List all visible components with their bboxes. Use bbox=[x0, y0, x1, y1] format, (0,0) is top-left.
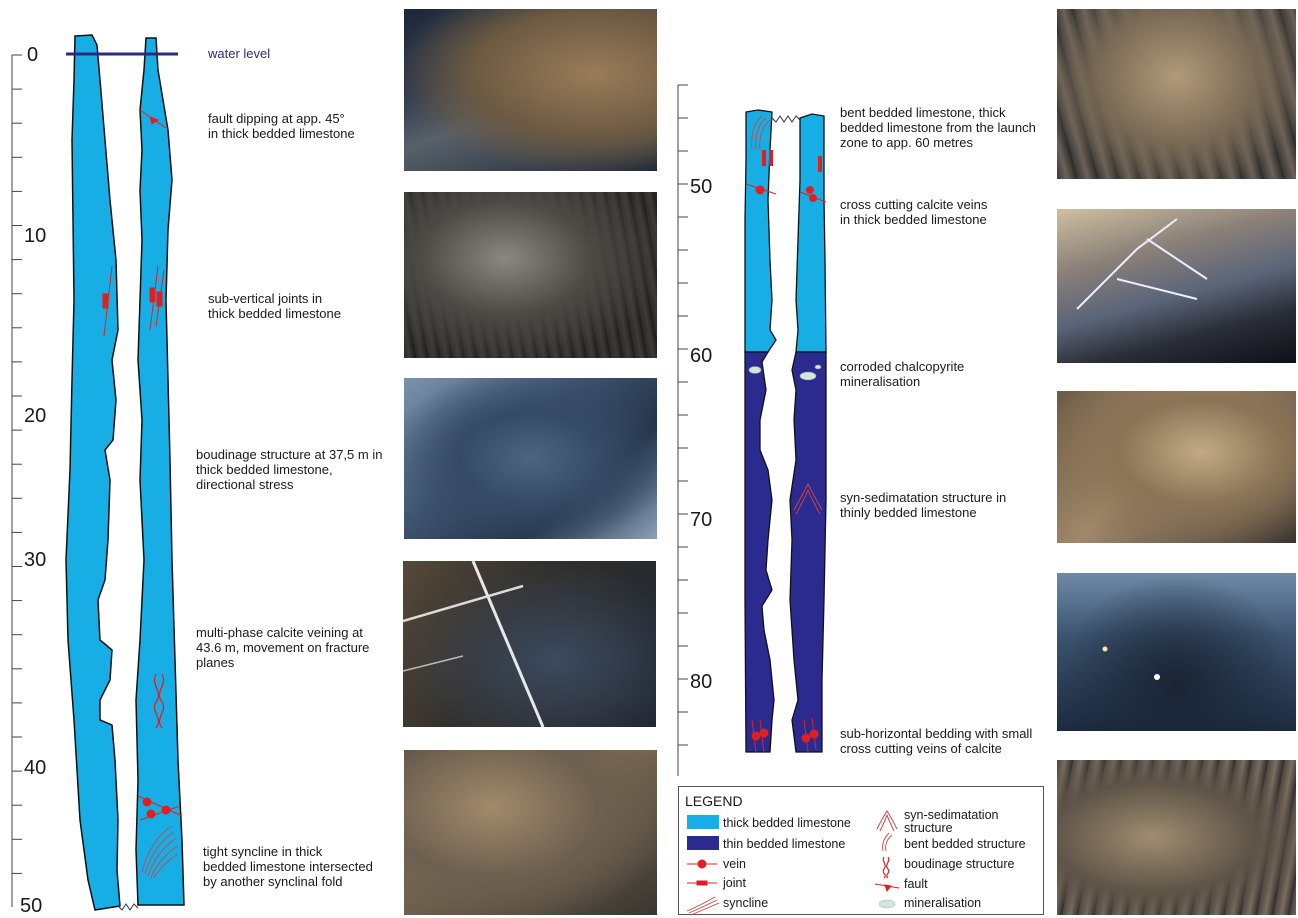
legend-item-label: syncline bbox=[723, 897, 768, 910]
legend: LEGEND thick bedded limestone thin bedde… bbox=[678, 786, 1044, 915]
legend-item-label: boudinage structure bbox=[904, 858, 1015, 871]
cave-photo bbox=[1057, 9, 1296, 179]
legend-item-label: fault bbox=[904, 878, 928, 891]
left-wall-thin-limestone bbox=[745, 352, 774, 752]
syn-sed-icon bbox=[877, 811, 897, 831]
right-wall-thin-limestone bbox=[790, 352, 826, 752]
cave-photo bbox=[1057, 760, 1296, 915]
bent-bedded-icon bbox=[883, 833, 892, 851]
legend-item-label: bent bedded structure bbox=[904, 838, 1026, 851]
vein-icon bbox=[687, 860, 717, 868]
legend-item-label: thin bedded limestone bbox=[723, 838, 845, 851]
legend-item-label: syn-sedimatation structure bbox=[904, 809, 999, 835]
cave-photo bbox=[1057, 573, 1296, 731]
legend-item-label: mineralisation bbox=[904, 897, 981, 910]
description-bent-bedded: bent bedded limestone, thick bedded lime… bbox=[840, 105, 1036, 150]
legend-icons-left bbox=[679, 787, 729, 916]
boudinage-icon bbox=[883, 857, 889, 878]
thick-limestone-swatch bbox=[687, 815, 719, 829]
left-wall-thick-limestone bbox=[745, 110, 776, 352]
description-syn-sedimentation: syn-sedimatation structure in thinly bed… bbox=[840, 490, 1006, 520]
joint-icon bbox=[687, 881, 717, 885]
mineralisation-icon bbox=[879, 900, 895, 908]
description-sub-horizontal-bedding: sub-horizontal bedding with small cross … bbox=[840, 726, 1032, 756]
description-chalcopyrite: corroded chalcopyrite mineralisation bbox=[840, 359, 964, 389]
legend-item-label: joint bbox=[723, 877, 746, 890]
description-calcite-veins: cross cutting calcite veins in thick bed… bbox=[840, 197, 987, 227]
legend-item-label: vein bbox=[723, 858, 746, 871]
cave-photo bbox=[1057, 391, 1296, 543]
fault-icon bbox=[875, 884, 899, 891]
cave-photo bbox=[1057, 209, 1296, 363]
legend-item-label: thick bedded limestone bbox=[723, 817, 851, 830]
right-wall-thick-limestone bbox=[796, 114, 826, 352]
syncline-icon bbox=[687, 897, 719, 915]
legend-icons-right bbox=[873, 787, 903, 916]
thin-limestone-swatch bbox=[687, 836, 719, 850]
break-symbol bbox=[772, 116, 800, 122]
